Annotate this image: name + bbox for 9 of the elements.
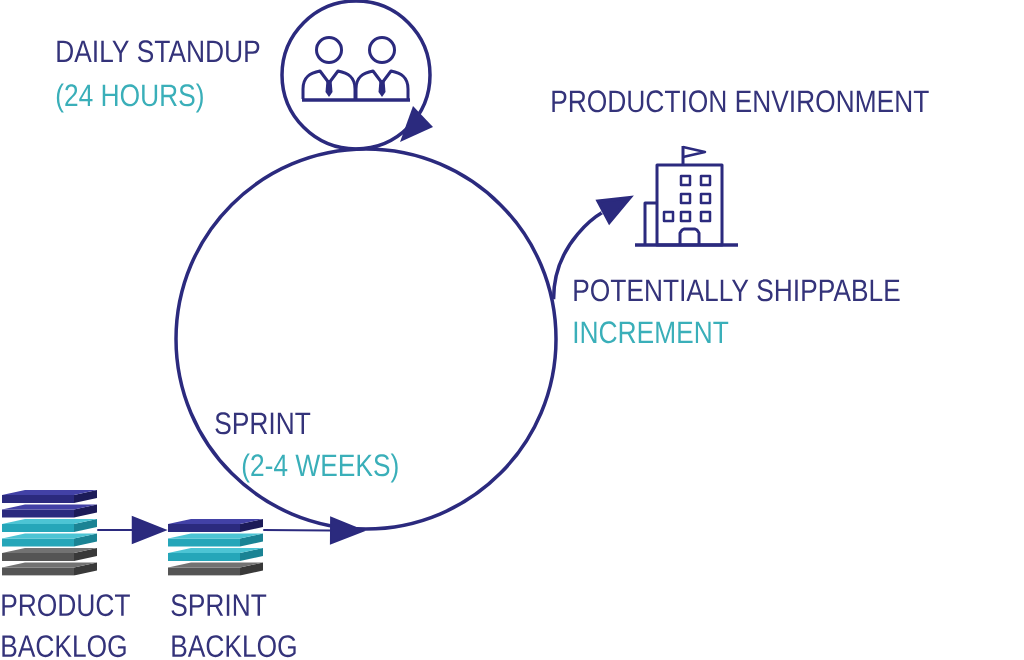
- title-text: SPRINT BACKLOG: [171, 594, 296, 658]
- duration-text: (24 HOURS): [56, 83, 203, 113]
- title-text: SPRINT: [215, 412, 311, 435]
- title-text: PRODUCTION ENVIRONMENT: [552, 90, 929, 113]
- caption-text: INCREMENT: [574, 321, 729, 344]
- caption-text: POTENTIALLY SHIPPABLE: [574, 279, 900, 302]
- duration-text: (2-4 WEEKS): [242, 453, 398, 483]
- title-text: PRODUCT BACKLOG: [2, 594, 130, 658]
- title-text: DAILY STANDUP: [57, 40, 260, 63]
